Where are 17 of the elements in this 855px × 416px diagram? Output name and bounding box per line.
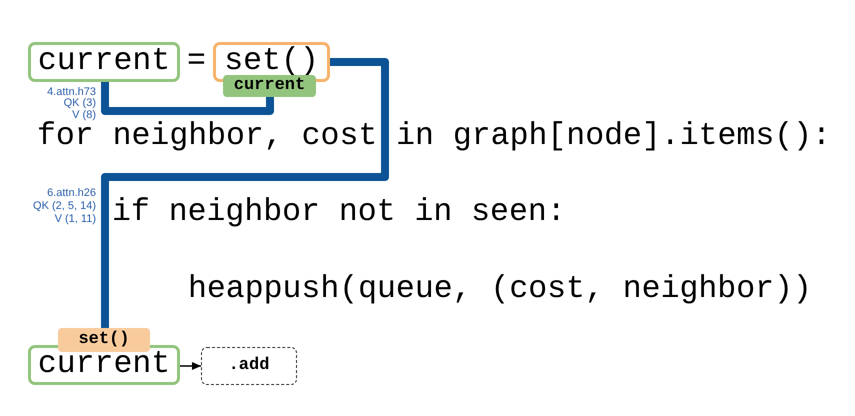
arrow bbox=[180, 362, 201, 370]
code-line: heappush(queue, (cost, neighbor)) bbox=[188, 272, 812, 308]
dashed-box: .add bbox=[201, 347, 297, 385]
v-label: V (1, 11) bbox=[54, 213, 96, 225]
qk-label: QK (3) bbox=[64, 97, 96, 109]
code-line: for neighbor, cost in graph[node].items(): bbox=[37, 119, 831, 155]
qk-label: QK (2, 5, 14) bbox=[33, 200, 96, 212]
token-tag: set() bbox=[58, 328, 150, 352]
head-label: 6.attn.h26 bbox=[47, 187, 96, 199]
head-label: 4.attn.h73 bbox=[47, 86, 96, 98]
token-tag: current bbox=[223, 75, 316, 97]
operator-text: = bbox=[187, 44, 206, 80]
v-label: V (8) bbox=[72, 109, 96, 121]
connector-line bbox=[101, 58, 389, 328]
highlight-box: current bbox=[28, 345, 180, 385]
highlight-box: current bbox=[28, 42, 180, 82]
code-line: if neighbor not in seen: bbox=[112, 195, 566, 231]
